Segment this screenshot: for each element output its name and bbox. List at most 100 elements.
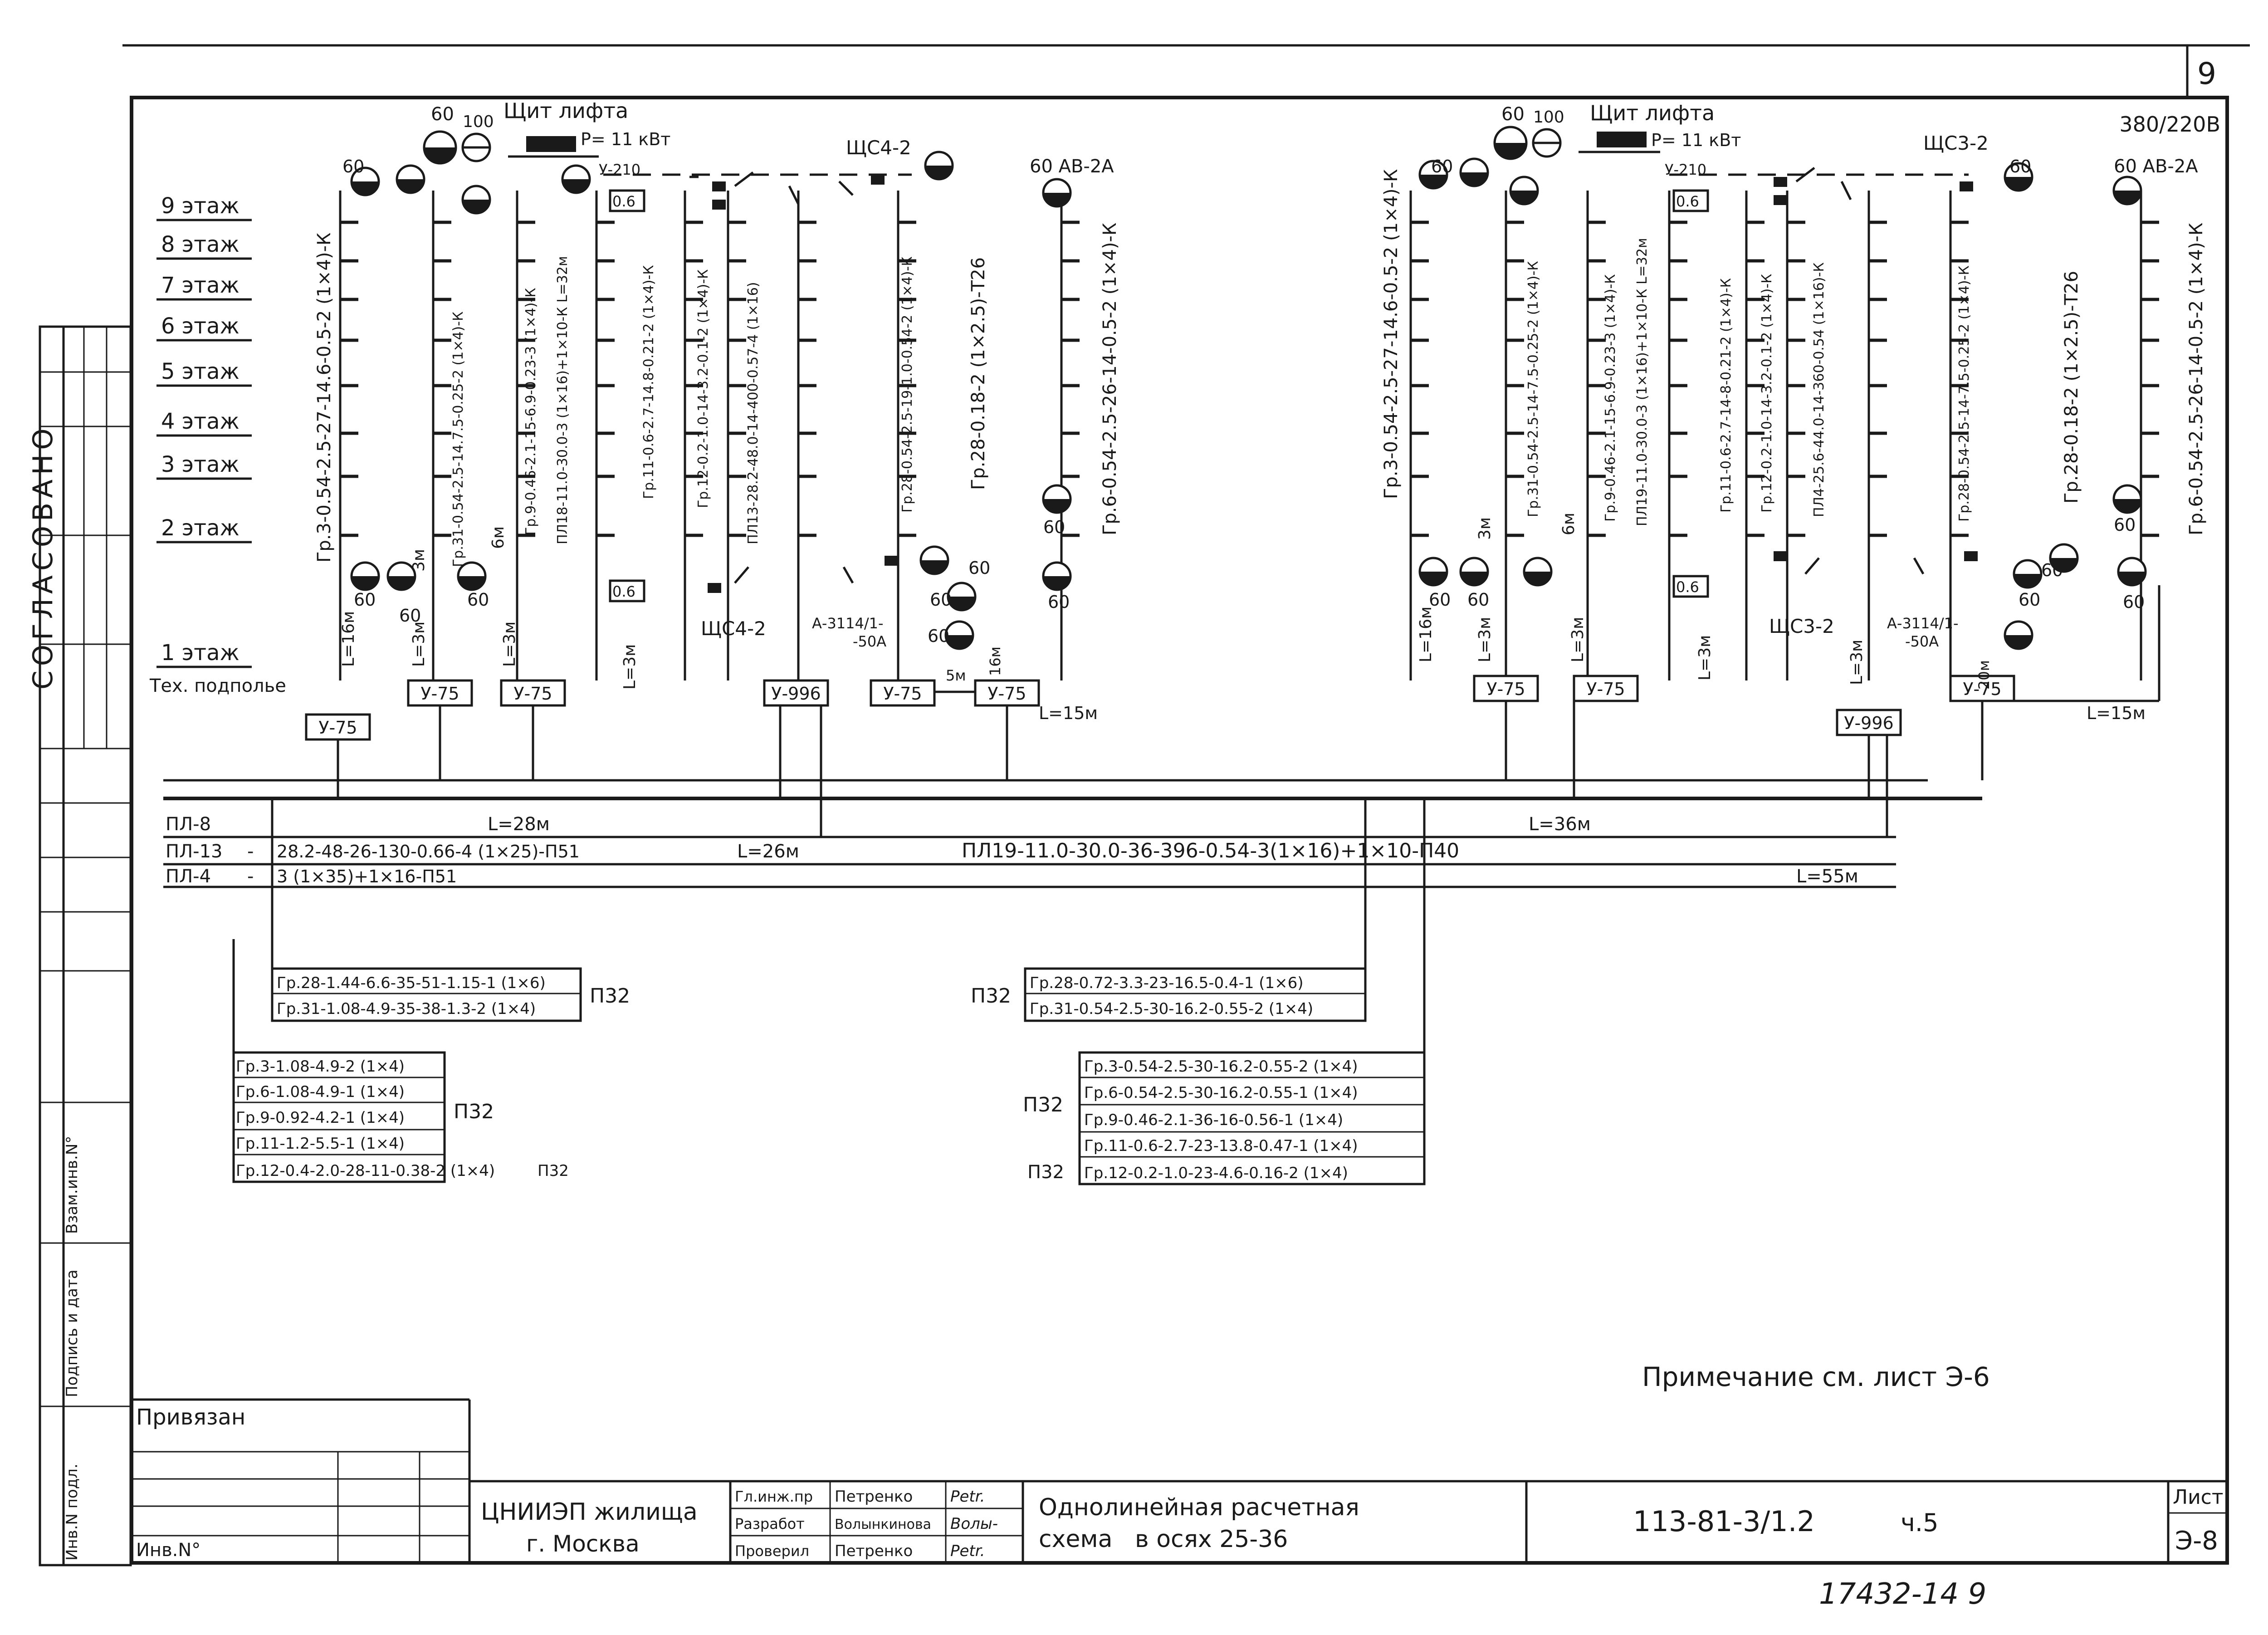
t1-row-2: Гр.31-1.08-4.9-35-38-1.3-2 (1×4) xyxy=(277,1000,536,1018)
right-len-5: L=3м xyxy=(1848,640,1866,685)
left-len-7: L=15м xyxy=(1039,703,1098,723)
sheet-label: Лист xyxy=(2173,1486,2224,1509)
right-lamp-val-6: 60 xyxy=(2041,560,2063,580)
t2-row-1: Гр.3-1.08-4.9-2 (1×4) xyxy=(236,1057,405,1076)
t2-row-2: Гр.6-1.08-4.9-1 (1×4) xyxy=(236,1083,405,1101)
floor-2: 2 этаж xyxy=(161,515,240,541)
right-group-5: Гр.11-0.6-2.7-14-8-0.21-2 (1×4)-К xyxy=(1718,278,1734,513)
floor-1: 1 этаж xyxy=(161,640,240,666)
feeder-len-55: L=55м xyxy=(1796,866,1858,887)
right-len-6: 20м xyxy=(1975,660,1993,690)
left-group-9: Гр.28-0.18-2 (1×2.5)-Т26 xyxy=(968,257,989,490)
right-lamp-val-7: 60 xyxy=(1431,157,1453,176)
left-shc-panel xyxy=(603,171,912,602)
left-lamp-icon-11-fill xyxy=(352,576,379,590)
feeder-pl19-spec: ПЛ19-11.0-30.0-36-396-0.54-3(1×16)+1×10-… xyxy=(962,839,1459,862)
left-lamp-icon-12-fill xyxy=(388,576,415,590)
right-box-4: У-75 xyxy=(1963,679,2001,699)
left-lift-rating-2: 100 xyxy=(463,113,494,131)
left-group-7: ПЛ13-28.2-48.0-14-400-0.57-4 (1×16) xyxy=(745,282,761,545)
left-lift-panel xyxy=(423,130,599,165)
floor-6: 6 этаж xyxy=(161,313,240,339)
t2-conduit: П32 xyxy=(454,1100,494,1123)
t1-row-1: Гр.28-1.44-6.6-35-51-1.15-1 (1×6) xyxy=(277,974,546,992)
drawing-title-line1: Однолинейная расчетная xyxy=(1039,1494,1359,1521)
left-breaker-amp: -50А xyxy=(853,633,886,650)
right-shc-panel xyxy=(1669,167,1978,598)
right-shc-top: ЩС3-2 xyxy=(1923,132,1989,154)
left-group-10: Гр.6-0.54-2.5-26-14-0.5-2 (1×4)-К xyxy=(1100,223,1120,535)
right-lamp-val-3: 60 xyxy=(2019,590,2040,610)
sheet-frame xyxy=(39,44,2250,1566)
left-lamp-icon-4-fill xyxy=(562,179,590,193)
left-box-6: У-75 xyxy=(987,684,1026,704)
name-2: Волынкинова xyxy=(835,1517,931,1532)
org-name: ЦНИИЭП жилища xyxy=(481,1498,698,1526)
drawing-title-line2: схема в осях 25-36 xyxy=(1039,1526,1288,1553)
margin-label-invpodl: Инв.N подл. xyxy=(63,1464,81,1561)
right-box-3: У-996 xyxy=(1844,713,1893,733)
floor-5: 5 этаж xyxy=(161,359,240,384)
left-len-1: L=16м xyxy=(339,611,358,667)
riser-lines xyxy=(339,191,2159,680)
t2-conduit-last: П32 xyxy=(538,1162,569,1180)
right-lamp-val-2: 60 xyxy=(1467,590,1489,610)
right-len-9: 6м xyxy=(1559,513,1578,535)
left-lamp-icon-13-fill xyxy=(946,635,973,649)
binding-label: Привязан xyxy=(136,1405,245,1430)
agreed-stamp: СОГЛАСОВАНО xyxy=(27,424,59,690)
right-group-8: Гр.28-0.54-2.5-14-7.5-0.25-2 (1×4)-К xyxy=(1956,265,1972,522)
t4-conduit: П32 xyxy=(1023,1093,1063,1116)
left-lamp-icon-1-fill xyxy=(352,181,379,195)
left-lamp-val-7: 60 xyxy=(968,558,990,578)
left-len-5: 5м xyxy=(946,667,966,684)
group-tables-frames xyxy=(232,798,1426,1185)
left-lamp-val-2: 60 xyxy=(399,606,421,626)
left-shc-top: ЩС4-2 xyxy=(846,137,911,159)
left-lamp-icon-10-fill xyxy=(458,576,485,590)
left-lamp-icon-8-fill xyxy=(1043,576,1070,590)
feeder-pl4-spec: 3 (1×35)+1×16-П51 xyxy=(277,866,457,886)
doc-code: 113-81-3/1.2 xyxy=(1633,1505,1815,1538)
doc-part: ч.5 xyxy=(1901,1508,1938,1537)
right-len-8: 3м xyxy=(1476,517,1494,540)
left-lamp-icon-7-fill xyxy=(1043,499,1070,513)
left-lift-rating-1: 60 xyxy=(431,104,454,125)
t4-row-4: Гр.11-0.6-2.7-23-13.8-0.47-1 (1×4) xyxy=(1084,1137,1358,1155)
floor-9: 9 этаж xyxy=(161,193,240,219)
left-lamp-val-5: 60 xyxy=(1048,592,1070,612)
org-city: г. Москва xyxy=(526,1531,640,1557)
left-lamp-val-8: 60 xyxy=(928,626,949,646)
left-group-6: Гр.12-0.2-1.0-14-3.2-0.1-2 (1×4)-К xyxy=(695,269,711,508)
left-lift-panel-label: Щит лифта xyxy=(503,98,628,123)
left-lamp-icon-6-fill xyxy=(1043,193,1070,206)
right-len-3: L=3м xyxy=(1569,617,1587,662)
floor-labels xyxy=(156,219,252,668)
role-3: Проверил xyxy=(735,1542,809,1560)
left-group-3: Гр.9-0.46-2.1-15-6.9-0.23-3 (1×4)-К xyxy=(523,288,539,535)
t2-row-3: Гр.9-0.92-4.2-1 (1×4) xyxy=(236,1109,405,1127)
left-group-1: Гр.3-0.54-2.5-27-14.6-0.5-2 (1×4)-К xyxy=(314,233,335,563)
left-group-4: ПЛ18-11.0-30.0-3 (1×16)+1×10-К L=32м xyxy=(555,256,571,544)
feeder-pl13-spec: 28.2-48-26-130-0.66-4 (1×25)-П51 xyxy=(277,842,580,862)
t1-conduit: П32 xyxy=(590,984,630,1008)
signature-2: Волы- xyxy=(950,1515,998,1533)
right-lamp-icon-4-fill xyxy=(2005,177,2032,191)
right-len-1: L=16м xyxy=(1417,607,1435,662)
right-breaker: А-3114/1- xyxy=(1887,615,1959,632)
margin-label-vzam: Взам.инв.N° xyxy=(63,1136,81,1234)
left-lamp-icon-5-fill xyxy=(925,166,953,179)
left-lamp-val-3: 60 xyxy=(467,590,489,610)
note-text: Примечание см. лист Э-6 xyxy=(1642,1361,1990,1392)
feeder-pl4: ПЛ-4 xyxy=(166,866,211,887)
right-lamp-val-4: 60 xyxy=(2123,592,2145,612)
left-box-4: У-996 xyxy=(771,684,821,704)
right-group-10: Гр.6-0.54-2.5-26-14-0.5-2 (1×4)-К xyxy=(2186,223,2207,535)
right-len-4: L=3м xyxy=(1696,635,1714,680)
floor-basement: Тех. подполье xyxy=(149,676,286,696)
right-group-3: Гр.9-0.46-2.1-15-6.9-0.23-3 (1×4)-К xyxy=(1603,274,1618,522)
left-junction-boxes xyxy=(305,679,1040,741)
right-len-2: L=3м xyxy=(1476,617,1494,662)
right-lamp-icon-10-fill xyxy=(1461,572,1488,585)
